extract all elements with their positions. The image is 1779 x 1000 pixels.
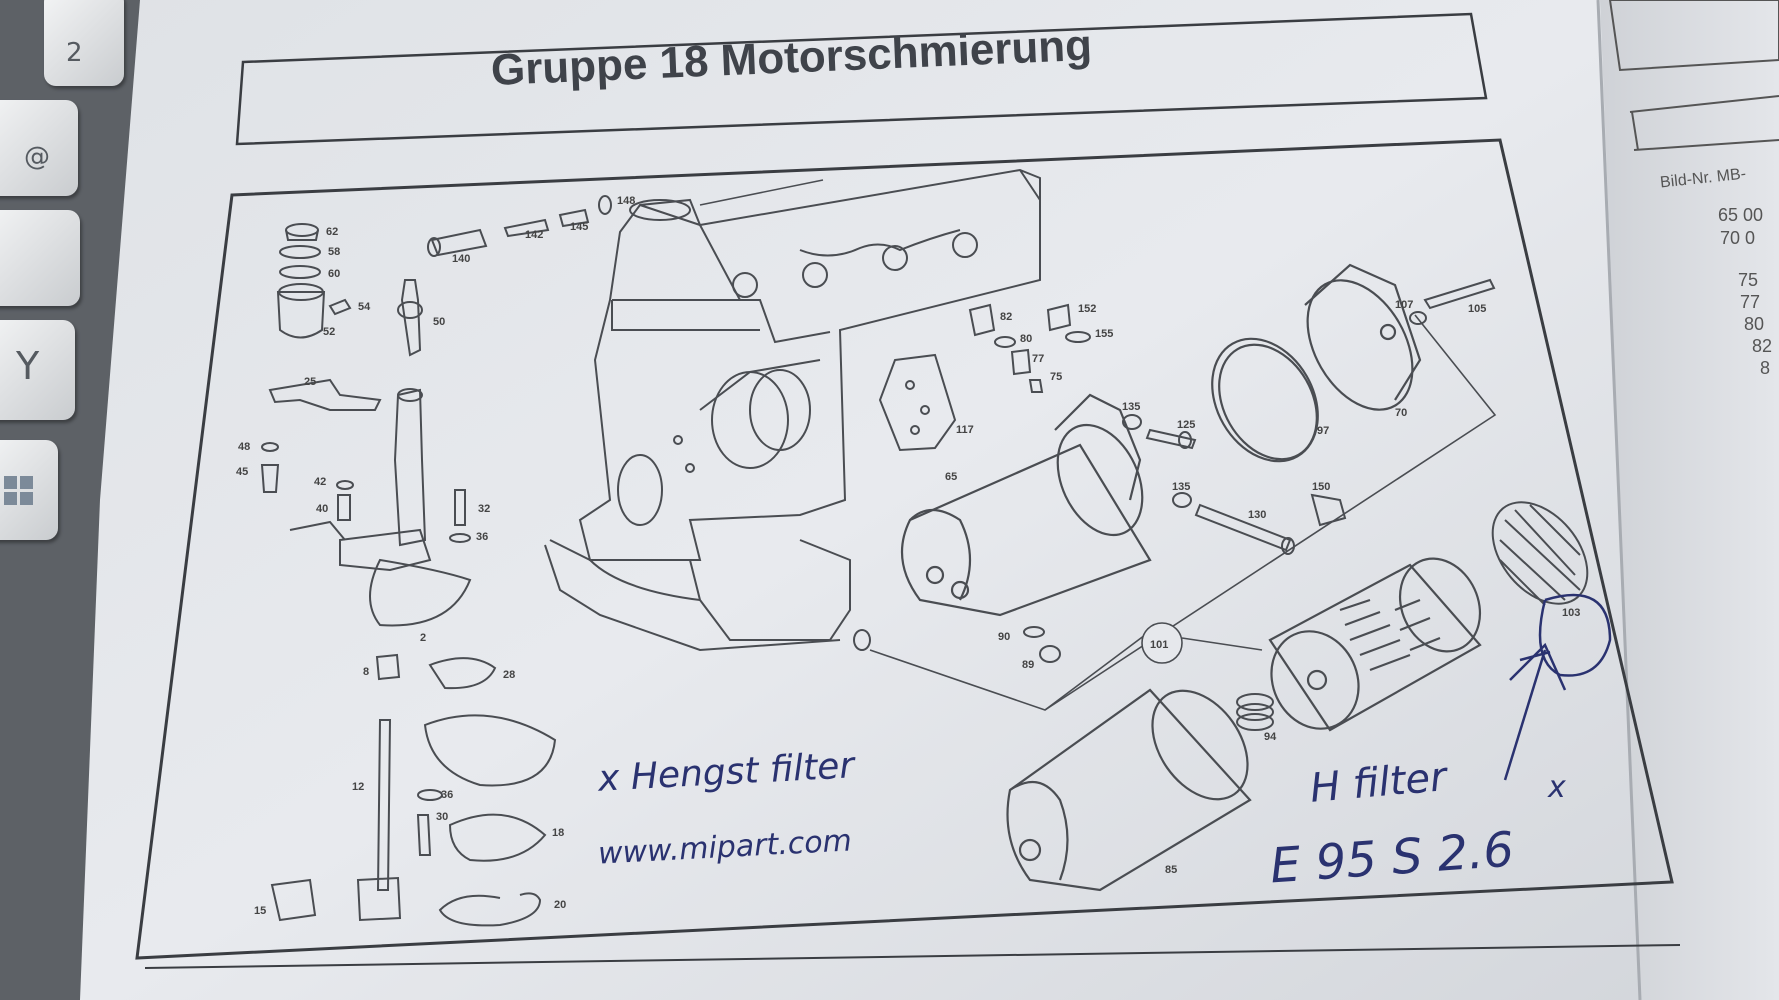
label-36-a: 36 xyxy=(476,531,488,543)
right-page-row-5: 80 xyxy=(1744,314,1765,334)
label-103: 103 xyxy=(1562,607,1580,619)
label-48: 48 xyxy=(238,441,250,453)
label-70: 70 xyxy=(1395,407,1407,419)
label-150: 150 xyxy=(1312,481,1330,493)
leader-lines xyxy=(869,314,1497,711)
label-52: 52 xyxy=(323,326,335,338)
label-12: 12 xyxy=(352,781,364,793)
key-at-label: @ xyxy=(24,142,50,172)
key-windows xyxy=(0,440,58,540)
right-page-row-7: 8 xyxy=(1760,358,1771,378)
label-145: 145 xyxy=(570,221,588,233)
label-65: 65 xyxy=(945,471,957,483)
filter-element xyxy=(1268,557,1482,732)
handwritten-mark: x xyxy=(1548,770,1566,805)
label-30: 30 xyxy=(436,811,448,823)
oil-pump-drive xyxy=(270,653,557,927)
spring-94 xyxy=(1236,693,1274,731)
label-50: 50 xyxy=(433,316,445,328)
key-blank xyxy=(0,210,80,306)
label-45: 45 xyxy=(236,466,248,478)
label-140: 140 xyxy=(452,253,470,265)
oil-pressure-parts xyxy=(853,278,1496,663)
label-15: 15 xyxy=(254,905,266,917)
handwritten-arrow xyxy=(1503,593,1612,781)
windows-icon xyxy=(4,476,34,506)
label-2: 2 xyxy=(420,632,426,644)
label-8: 8 xyxy=(363,666,369,678)
title-frame xyxy=(235,12,1488,146)
label-25: 25 xyxy=(304,376,316,388)
label-58: 58 xyxy=(328,246,340,258)
label-80: 80 xyxy=(1020,333,1032,345)
label-42: 42 xyxy=(314,476,326,488)
label-155: 155 xyxy=(1095,328,1113,340)
right-page-row-2: 70 0 xyxy=(1720,228,1756,248)
label-28: 28 xyxy=(503,669,515,681)
engine-block xyxy=(544,168,1041,652)
oil-pump xyxy=(260,378,472,627)
rocker-oil-line xyxy=(427,195,612,257)
label-40: 40 xyxy=(316,503,328,515)
key-2-label: 2 xyxy=(66,38,83,68)
label-94: 94 xyxy=(1264,731,1277,743)
diagram-frame xyxy=(135,138,1674,960)
filter-cover xyxy=(1211,263,1422,463)
right-page-row-6: 82 xyxy=(1752,336,1773,356)
label-54: 54 xyxy=(358,301,371,313)
label-85: 85 xyxy=(1165,864,1177,876)
right-page-row-4: 77 xyxy=(1740,292,1761,312)
key-at: @ xyxy=(0,100,78,196)
key-2: 2 xyxy=(44,0,124,86)
label-117: 117 xyxy=(956,424,974,436)
label-125: 125 xyxy=(1177,419,1195,431)
right-page-row-3: 75 xyxy=(1738,270,1759,290)
label-135-b: 135 xyxy=(1172,481,1190,493)
key-y-label: Y xyxy=(16,344,40,388)
filter-housing xyxy=(900,393,1152,617)
label-62: 62 xyxy=(326,226,338,238)
filter-disc xyxy=(1491,501,1589,606)
right-page-row-1: 65 00 xyxy=(1718,205,1764,225)
label-82: 82 xyxy=(1000,311,1012,323)
label-135-a: 135 xyxy=(1122,401,1140,413)
label-77: 77 xyxy=(1032,353,1044,365)
label-32: 32 xyxy=(478,503,490,515)
label-36-b: 36 xyxy=(441,789,453,801)
filter-housing-85 xyxy=(1006,688,1252,892)
label-90: 90 xyxy=(998,631,1010,643)
label-130: 130 xyxy=(1248,509,1266,521)
part-number-labels: 62 58 60 52 54 50 140 142 145 148 25 48 … xyxy=(236,195,1580,917)
key-y: Y xyxy=(0,320,75,420)
label-152: 152 xyxy=(1078,303,1096,315)
label-101: 101 xyxy=(1150,639,1168,651)
oil-cap-assembly xyxy=(276,223,423,357)
label-142: 142 xyxy=(525,229,543,241)
label-107: 107 xyxy=(1395,299,1413,311)
label-75: 75 xyxy=(1050,371,1062,383)
label-20: 20 xyxy=(554,899,566,911)
label-97: 97 xyxy=(1317,425,1329,437)
label-18: 18 xyxy=(552,827,564,839)
label-89: 89 xyxy=(1022,659,1034,671)
label-148: 148 xyxy=(617,195,635,207)
label-60: 60 xyxy=(328,268,340,280)
label-105: 105 xyxy=(1468,303,1486,315)
